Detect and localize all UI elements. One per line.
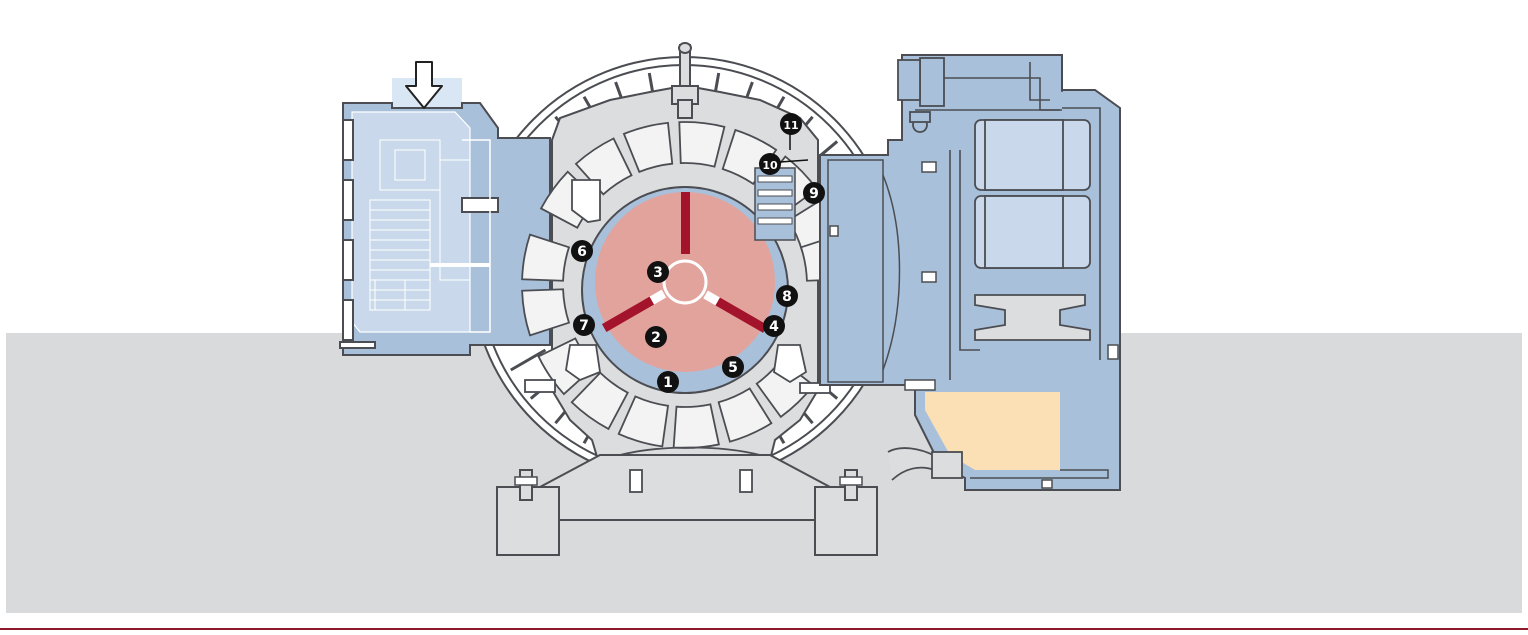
marker-circle (759, 153, 781, 175)
cooling-fin (521, 288, 571, 337)
cooling-fin (672, 403, 720, 449)
marker-5: 5 (722, 356, 744, 378)
marker-3: 3 (647, 261, 669, 283)
marker-label: 2 (651, 330, 661, 346)
marker-circle (647, 261, 669, 283)
cooling-fin (717, 387, 773, 443)
inlet-filter-housing (339, 78, 551, 356)
marker-label: 3 (653, 265, 663, 281)
marker-11: 11 (780, 113, 802, 135)
marker-circle (657, 371, 679, 393)
marker-circle (780, 113, 802, 135)
marker-7: 7 (573, 314, 595, 336)
marker-label: 6 (577, 244, 587, 260)
marker-2: 2 (645, 326, 667, 348)
marker-circle (803, 182, 825, 204)
rotor (595, 192, 775, 372)
marker-label: 9 (809, 186, 819, 202)
marker-10: 10 (759, 153, 781, 175)
marker-circle (645, 326, 667, 348)
marker-1: 1 (657, 371, 679, 393)
cooling-fin (617, 395, 670, 448)
marker-4: 4 (763, 315, 785, 337)
cooling-fin (721, 128, 778, 186)
rotor-vanes (601, 192, 768, 333)
down-arrow-icon (405, 61, 443, 109)
marker-circle (573, 314, 595, 336)
housing-ports (524, 179, 831, 493)
marker-circle (776, 285, 798, 307)
marker-9: 9 (803, 182, 825, 204)
cooling-fin (678, 121, 726, 168)
marker-6: 6 (571, 240, 593, 262)
marker-label: 10 (762, 159, 778, 172)
marker-label: 11 (783, 119, 798, 132)
marker-8: 8 (776, 285, 798, 307)
marker-label: 5 (728, 360, 738, 376)
marker-circle (722, 356, 744, 378)
cooling-fin (574, 137, 633, 196)
discharge-valve-block (754, 118, 809, 241)
marker-circle (763, 315, 785, 337)
marker-circle (571, 240, 593, 262)
marker-label: 1 (663, 375, 673, 391)
marker-label: 4 (769, 319, 779, 335)
marker-label: 7 (579, 318, 589, 334)
callout-markers: 1 2 3 4 5 6 7 8 9 10 11 (571, 113, 825, 393)
marker-label: 8 (782, 289, 792, 305)
cooling-fin (570, 371, 629, 431)
cooling-fin (521, 233, 571, 282)
cooling-fin (622, 121, 674, 174)
bottom-rule (0, 628, 1528, 630)
oil-separator-tank (819, 54, 1121, 491)
fan-guard-spoke (510, 348, 547, 372)
